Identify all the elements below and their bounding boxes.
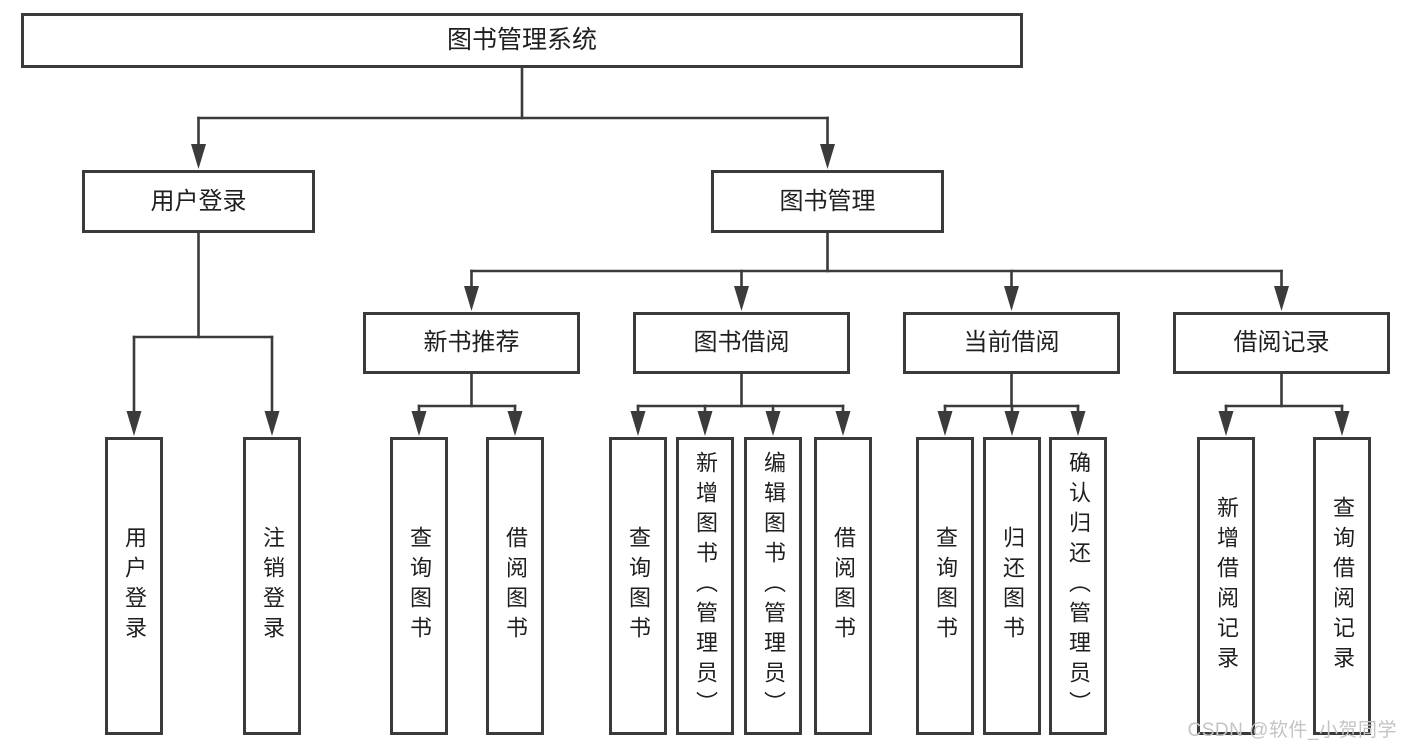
node-label-leaf-return-book: 归还图书 — [1000, 526, 1025, 646]
node-leaf-borrow-book: 借阅图书 — [814, 437, 872, 735]
node-label-leaf-user-login: 用户登录 — [122, 526, 147, 646]
watermark: CSDN @软件_小贺同学 — [1187, 720, 1397, 741]
node-leaf-logout: 注销登录 — [243, 437, 301, 735]
node-label-book-mgmt: 图书管理 — [779, 187, 876, 215]
node-current-borrow: 当前借阅 — [903, 312, 1120, 374]
node-leaf-user-login: 用户登录 — [105, 437, 163, 735]
node-label-leaf-query-borrow-record: 查询借阅记录 — [1330, 496, 1355, 676]
node-leaf-return-book: 归还图书 — [983, 437, 1041, 735]
node-leaf-query-borrow-record: 查询借阅记录 — [1313, 437, 1371, 735]
node-borrow-records: 借阅记录 — [1173, 312, 1390, 374]
node-label-leaf-borrow-book: 借阅图书 — [831, 526, 856, 646]
node-leaf-query-book-current: 查询图书 — [916, 437, 974, 735]
node-leaf-query-book-rec: 查询图书 — [390, 437, 448, 735]
node-new-book-rec: 新书推荐 — [363, 312, 580, 374]
node-label-borrow-records: 借阅记录 — [1233, 329, 1330, 356]
node-label-leaf-add-book-admin: 新增图书（管理员） — [693, 451, 718, 721]
node-label-leaf-add-borrow-record: 新增借阅记录 — [1214, 496, 1239, 676]
node-leaf-add-book-admin: 新增图书（管理员） — [676, 437, 734, 735]
node-label-current-borrow: 当前借阅 — [963, 329, 1060, 356]
node-label-leaf-logout: 注销登录 — [260, 526, 285, 646]
node-label-leaf-confirm-return: 确认归还（管理员） — [1066, 451, 1091, 721]
node-leaf-add-borrow-record: 新增借阅记录 — [1197, 437, 1255, 735]
node-label-new-book-rec: 新书推荐 — [423, 329, 520, 356]
node-leaf-borrow-book-rec: 借阅图书 — [486, 437, 544, 735]
node-label-book-borrow: 图书借阅 — [693, 329, 790, 356]
node-label-leaf-edit-book-admin: 编辑图书（管理员） — [761, 451, 786, 721]
node-label-leaf-query-book-borrow: 查询图书 — [626, 526, 651, 646]
node-root: 图书管理系统 — [21, 13, 1023, 68]
node-book-mgmt: 图书管理 — [711, 170, 944, 233]
node-leaf-query-book-borrow: 查询图书 — [609, 437, 667, 735]
node-label-root: 图书管理系统 — [446, 26, 597, 54]
node-label-user-login: 用户登录 — [150, 187, 247, 215]
node-book-borrow: 图书借阅 — [633, 312, 850, 374]
node-label-leaf-query-book-rec: 查询图书 — [407, 526, 432, 646]
node-user-login: 用户登录 — [82, 170, 315, 233]
node-label-leaf-query-book-current: 查询图书 — [933, 526, 958, 646]
node-leaf-edit-book-admin: 编辑图书（管理员） — [744, 437, 802, 735]
node-leaf-confirm-return: 确认归还（管理员） — [1049, 437, 1107, 735]
node-label-leaf-borrow-book-rec: 借阅图书 — [503, 526, 528, 646]
